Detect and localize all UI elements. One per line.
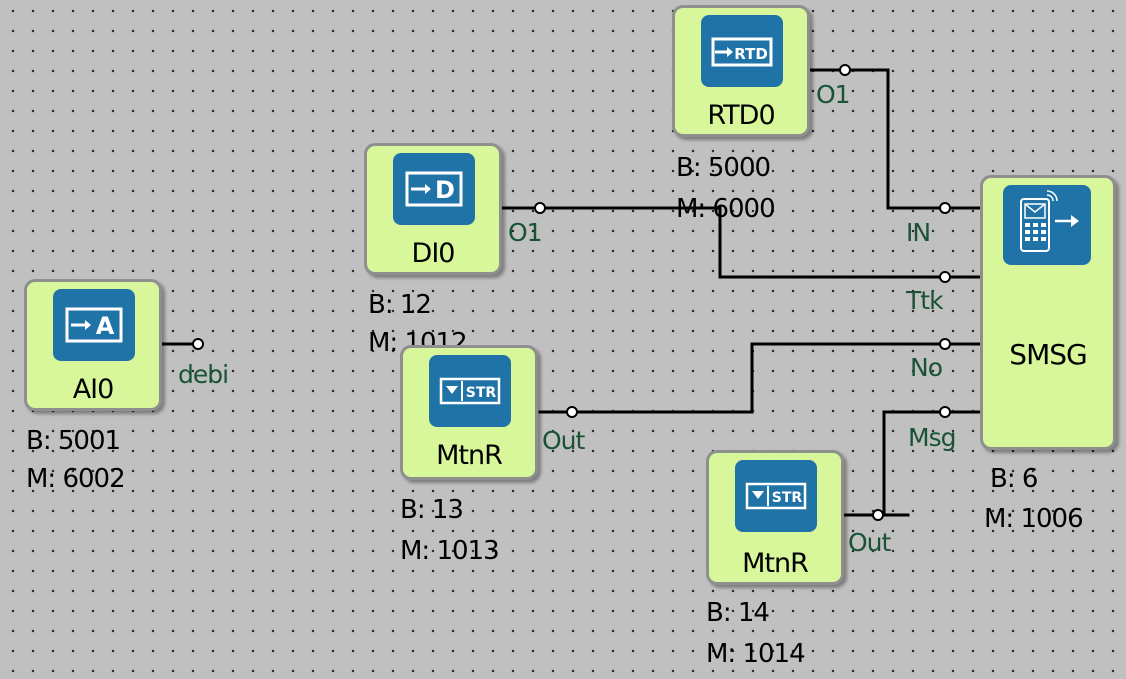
- mtnr1-title: MtnR: [436, 440, 503, 471]
- ai0-title: AI0: [72, 374, 115, 405]
- connector-mtnr1-out: [566, 406, 578, 418]
- smsg-b-address: B: 6: [990, 464, 1038, 494]
- rtd0-m-address: M: 6000: [676, 194, 776, 224]
- smsg-m-address: M: 1006: [984, 504, 1084, 534]
- svg-text:STR: STR: [466, 385, 497, 401]
- rtd-input-icon: RTD: [701, 15, 783, 87]
- mtnr2-b-address: B: 14: [706, 598, 770, 628]
- mtnr1-output-pin-label: Out: [542, 426, 585, 455]
- string-constant-icon: STR: [429, 355, 511, 427]
- mtnr2-title: MtnR: [742, 548, 809, 579]
- connector-smsg-ttk: [939, 271, 951, 283]
- sms-phone-icon: [1003, 185, 1091, 265]
- ai0-m-address: M: 6002: [26, 464, 126, 494]
- mtnr2-output-pin-label: Out: [848, 528, 891, 557]
- smsg-input-ttk-label: Ttk: [906, 286, 944, 315]
- ai0-b-address: B: 5001: [26, 426, 121, 456]
- smsg-input-msg-label: Msg: [908, 423, 956, 452]
- mtnr1-block[interactable]: STR MtnR: [400, 345, 538, 480]
- connector-mtnr2-out: [872, 509, 884, 521]
- mtnr1-m-address: M: 1013: [400, 536, 500, 566]
- rtd0-b-address: B: 5000: [676, 153, 771, 183]
- connector-smsg-no: [939, 338, 951, 350]
- di0-block[interactable]: D DI0: [364, 143, 502, 275]
- mtnr1-b-address: B: 13: [400, 495, 464, 525]
- ai0-output-pin-label: debi: [178, 360, 229, 389]
- smsg-input-in-label: IN: [906, 218, 931, 247]
- svg-text:STR: STR: [772, 490, 803, 506]
- analog-input-icon: A: [53, 289, 135, 361]
- rtd0-block[interactable]: RTD RTD0: [672, 5, 810, 137]
- connector-smsg-in: [939, 202, 951, 214]
- svg-text:A: A: [96, 312, 115, 340]
- digital-input-icon: D: [393, 153, 475, 225]
- mtnr2-block[interactable]: STR MtnR: [706, 450, 844, 585]
- di0-b-address: B: 12: [368, 290, 432, 320]
- smsg-block[interactable]: SMSG: [980, 175, 1116, 450]
- connector-di0-o1: [534, 202, 546, 214]
- wire-di0-to-smsg-ttk: [500, 206, 984, 279]
- connector-smsg-msg: [939, 406, 951, 418]
- ai0-block[interactable]: A AI0: [24, 279, 162, 411]
- rtd0-title: RTD0: [707, 100, 775, 131]
- smsg-input-no-label: No: [910, 353, 943, 382]
- di0-title: DI0: [411, 238, 456, 269]
- rtd0-output-pin-label: O1: [816, 80, 851, 109]
- di0-output-pin-label: O1: [508, 218, 543, 247]
- smsg-title: SMSG: [1009, 338, 1087, 371]
- wire-mtnr1-to-smsg-no: [538, 342, 984, 414]
- connector-rtd0-o1: [839, 64, 851, 76]
- mtnr2-m-address: M: 1014: [706, 639, 806, 669]
- svg-text:D: D: [435, 176, 455, 204]
- string-constant-icon: STR: [735, 460, 817, 532]
- svg-text:RTD: RTD: [734, 45, 768, 63]
- connector-ai0-debi: [192, 338, 204, 350]
